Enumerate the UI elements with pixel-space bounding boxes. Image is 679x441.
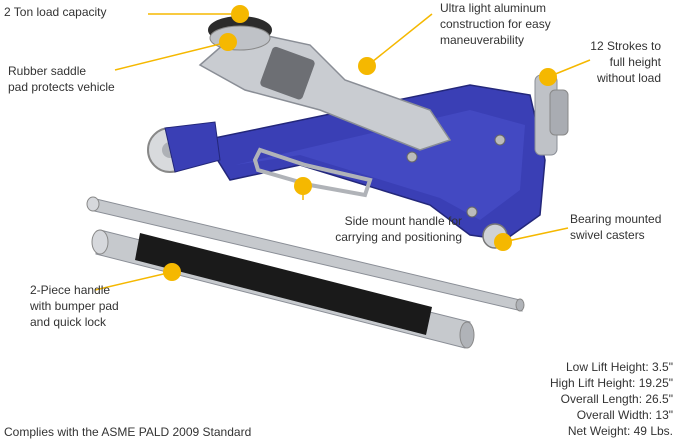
callout-lines — [94, 13, 591, 291]
side-mount-handle — [252, 147, 373, 198]
callout-dot-strokes — [539, 68, 557, 86]
specifications-list: Low Lift Height: 3.5" High Lift Height: … — [550, 359, 673, 439]
callout-dots — [163, 5, 557, 281]
callout-strokes: 12 Strokes to full height without load — [590, 39, 661, 85]
floor-jack — [147, 16, 569, 249]
spec-high-lift: High Lift Height: 19.25" — [550, 376, 673, 390]
aluminum-arm — [198, 29, 452, 151]
spec-net-weight: Net Weight: 49 Lbs. — [567, 424, 673, 438]
callout-dot-casters — [494, 233, 512, 251]
two-piece-handle — [86, 196, 525, 349]
callout-casters: Bearing mounted swivel casters — [570, 212, 662, 242]
callout-dot-load-capacity — [231, 5, 249, 23]
callout-dot-handle — [163, 263, 181, 281]
compliance-note: Complies with the ASME PALD 2009 Standar… — [4, 425, 252, 439]
callout-dot-aluminum — [358, 57, 376, 75]
callout-saddle: Rubber saddle pad protects vehicle — [8, 64, 115, 94]
spec-overall-length: Overall Length: 26.5" — [560, 392, 673, 406]
callout-dot-side-handle — [294, 177, 312, 195]
callout-load-capacity: 2 Ton load capacity — [4, 5, 107, 19]
callout-dot-saddle — [219, 33, 237, 51]
callout-aluminum: Ultra light aluminum construction for ea… — [440, 1, 551, 47]
spec-overall-width: Overall Width: 13" — [576, 408, 673, 422]
callout-side-handle: Side mount handle for carrying and posit… — [335, 214, 462, 244]
callout-handle: 2-Piece handle with bumper pad and quick… — [30, 283, 119, 329]
spec-low-lift: Low Lift Height: 3.5" — [566, 360, 673, 374]
